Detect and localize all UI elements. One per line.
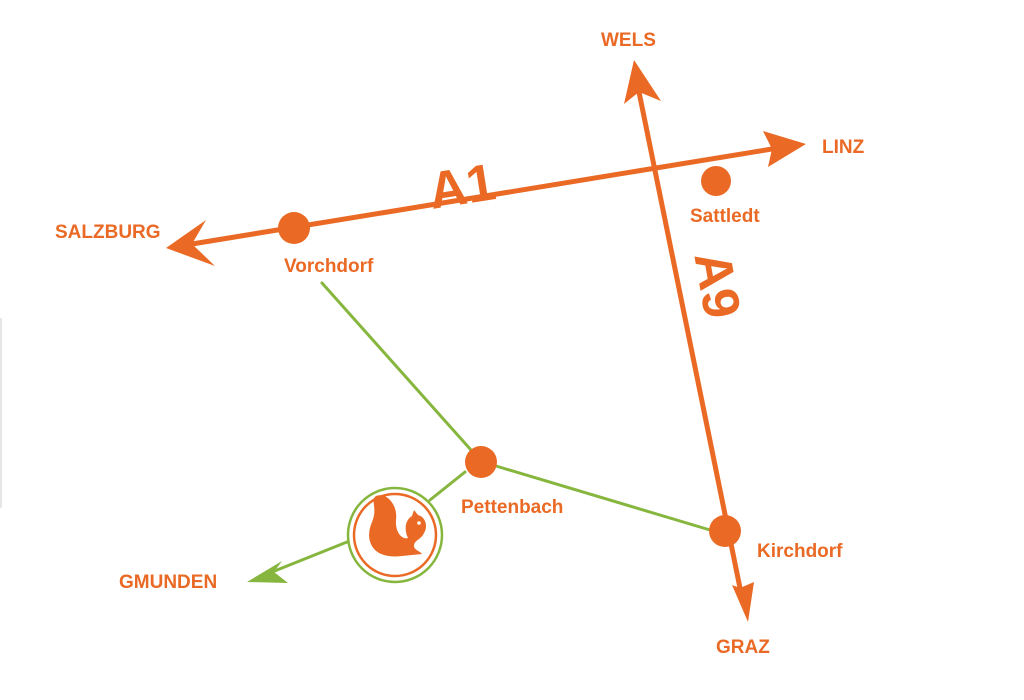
label-linz: LINZ (822, 137, 865, 158)
local-roads (247, 281, 712, 583)
label-sattledt: Sattledt (690, 206, 760, 227)
label-pettenbach: Pettenbach (461, 497, 563, 518)
label-wels: WELS (601, 30, 656, 51)
destination-labels: WELS LINZ SALZBURG GMUNDEN GRAZ (55, 30, 865, 658)
arrow-graz (732, 582, 754, 622)
poi-marker[interactable] (346, 486, 444, 584)
highway-a1: A1 (166, 131, 806, 266)
a9-line (636, 89, 743, 591)
squirrel-icon (369, 495, 426, 557)
road-vorchdorf-pettenbach (320, 281, 473, 452)
label-graz: GRAZ (716, 637, 770, 658)
town-dots (278, 166, 741, 547)
town-labels: Vorchdorf Sattledt Pettenbach Kirchdorf (284, 206, 843, 562)
highway-a9: A9 (624, 60, 754, 622)
arrow-gmunden (247, 561, 288, 583)
left-edge-mark (0, 318, 2, 508)
a9-label: A9 (682, 247, 751, 323)
label-vorchdorf: Vorchdorf (284, 256, 374, 277)
arrow-salzburg (166, 220, 215, 266)
arrow-wels (624, 60, 661, 104)
dot-vorchdorf (278, 212, 310, 244)
a1-label: A1 (425, 153, 500, 221)
road-pettenbach-kirchdorf (494, 464, 712, 532)
road-poi-gmunden (270, 538, 354, 574)
dot-pettenbach (465, 446, 497, 478)
dot-kirchdorf (709, 515, 741, 547)
arrow-linz (763, 131, 806, 167)
road-pettenbach-poi (428, 470, 467, 502)
dot-sattledt (701, 166, 731, 196)
label-salzburg: SALZBURG (55, 222, 161, 243)
label-kirchdorf: Kirchdorf (757, 541, 843, 562)
label-gmunden: GMUNDEN (119, 572, 217, 593)
